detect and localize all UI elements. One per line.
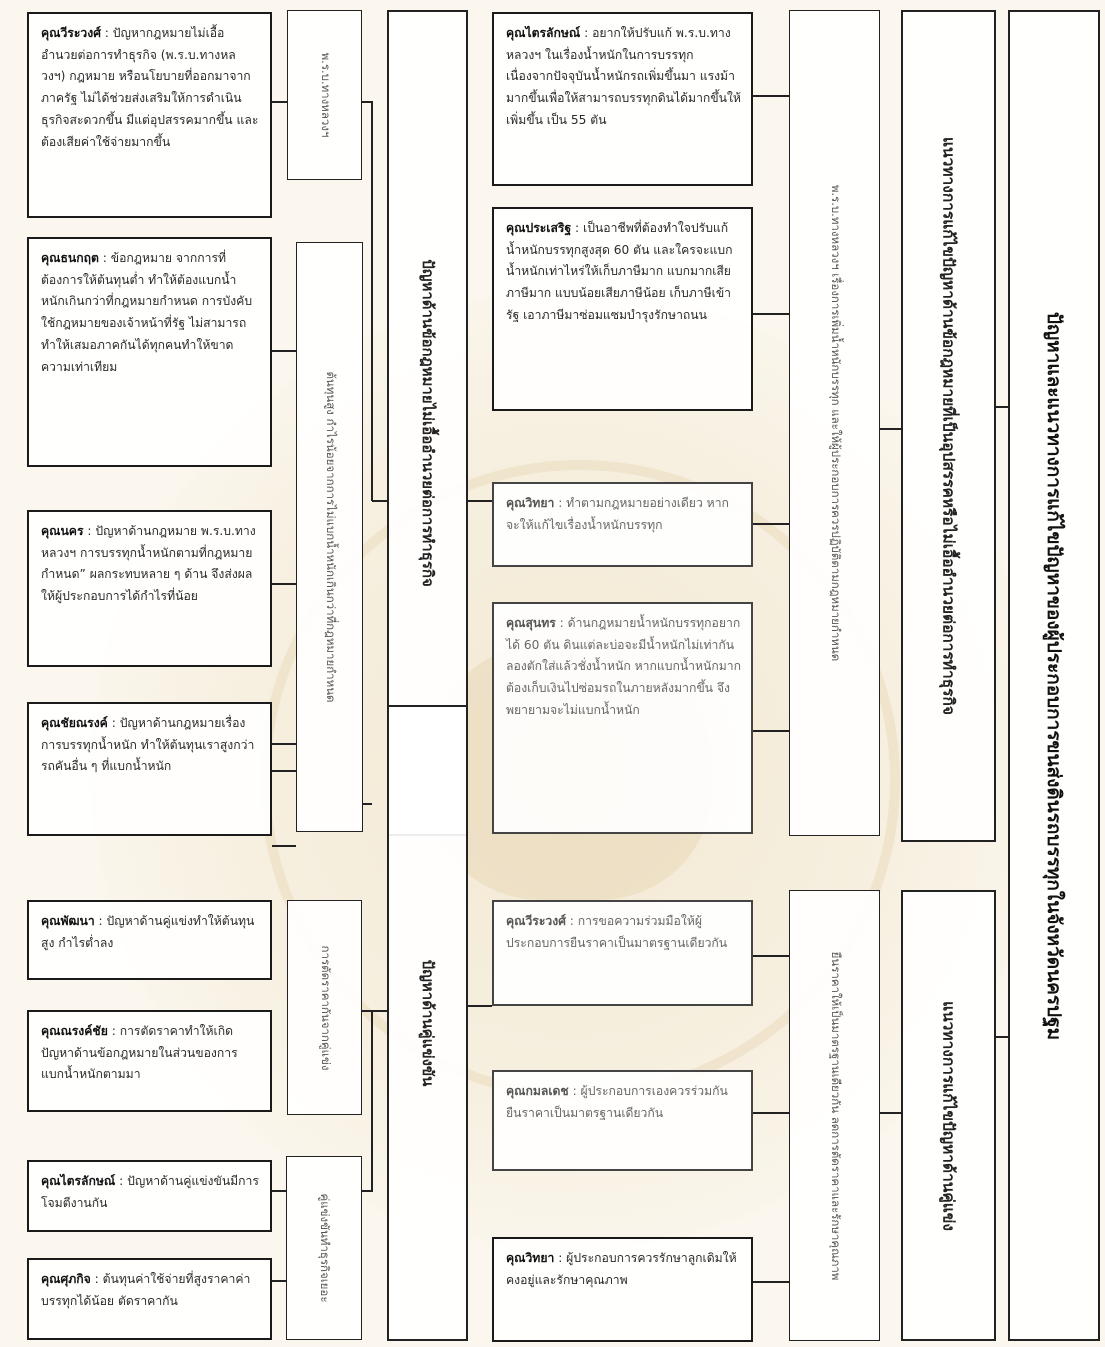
card-text: : การตัดราคาทำให้เกิดปัญหาด้านข้อกฎหมายใ… (41, 1024, 238, 1082)
card-text: : ต้นทุนค่าใช้จ่ายที่สูงราคาค่าบรรทุกได้… (41, 1272, 251, 1308)
connector (753, 955, 789, 957)
solution-legal: พ.ร.บ.ทางหลวงฯ เรื่องการเพิ่มน้ำหนักบรรท… (789, 10, 880, 836)
problem-label: ปัญหาด้านข้อกฎหมายไม่เอื้ออำนวยต่อการทำธ… (418, 259, 437, 587)
connector (362, 101, 372, 103)
connector (753, 1281, 789, 1283)
connector (371, 1010, 373, 1192)
card-left-4: คุณชัยณรงค์ : ปัญหาด้านกฎหมายเรื่องการบร… (27, 702, 272, 836)
card-left-7: คุณไตรลักษณ์ : ปัญหาด้านคู่แข่งขันมีการโ… (27, 1160, 272, 1232)
card-text: : เป็นอาชีพที่ต้องทำใจปรับแก้น้ำหนักบรรท… (506, 221, 733, 322)
person-name: คุณกมลเดช (506, 1084, 569, 1098)
section-competition: แนวทางการแก้ไขปัญหาด้านคู่แข่ง (901, 890, 996, 1341)
card-left-5: คุณพัฒนา : ปัญหาด้านคู่แข่งทำให้ต้นทุนสู… (27, 900, 272, 980)
person-name: คุณประเสริฐ (506, 221, 572, 235)
card-left-1: คุณวีระวงศ์ : ปัญหากฎหมายไม่เอื้ออำนวยต่… (27, 12, 272, 218)
person-name: คุณไตรลักษณ์ (41, 1174, 116, 1188)
section-label: แนวทางการแก้ไขปัญหาด้านคู่แข่ง (939, 1000, 957, 1231)
connector (753, 523, 789, 525)
card-right-7: คุณวิทยา : ผู้ประกอบการควรรักษาลูกเดิมให… (492, 1237, 753, 1342)
card-text: : ด้านกฎหมายน้ำหนักบรรทุกอยากได้ 60 ตัน … (506, 616, 742, 717)
person-name: คุณณรงค์ชัย (41, 1024, 108, 1038)
card-left-3: คุณนคร : ปัญหาด้านกฎหมาย พ.ร.บ.ทางหลวงฯ … (27, 510, 272, 667)
subproblem-label: คู่แข่งขันทำธุรกิจเยอะ (318, 1193, 332, 1303)
card-text: : ปัญหาด้านคู่แข่งขันมีการโจมตีงานกัน (41, 1174, 259, 1210)
subproblem-label: ต้นทุนสูง กำไรน้อยจากการไม่แบกน้ำหนักเกิ… (323, 371, 338, 703)
person-name: คุณวีระวงศ์ (41, 26, 101, 40)
problem-competition: ปัญหาด้านคู่แข่งขัน (387, 705, 468, 1341)
connector (362, 803, 372, 805)
subproblem-cost-weight: ต้นทุนสูง กำไรน้อยจากการไม่แบกน้ำหนักเกิ… (296, 242, 363, 832)
card-right-6: คุณกมลเดช : ผู้ประกอบการเองควรร่วมกันยืน… (492, 1070, 753, 1171)
connector (272, 1280, 286, 1282)
connector (272, 845, 296, 847)
person-name: คุณนคร (41, 524, 84, 538)
subproblem-label: พ.ร.บ.ทางหลวงฯ (318, 52, 333, 138)
connector (371, 101, 373, 501)
problem-legal: ปัญหาด้านข้อกฎหมายไม่เอื้ออำนวยต่อการทำธ… (387, 10, 468, 836)
card-text: : ปัญหาด้านกฎหมายเรื่องการบรรทุกน้ำหนัก … (41, 716, 255, 774)
card-text: : ปัญหากฎหมายไม่เอื้ออำนวยต่อการทำธุรกิจ… (41, 26, 259, 149)
card-text: : ผู้ประกอบการควรรักษาลูกเดิมให้คงอยู่แล… (506, 1251, 737, 1287)
solution-competition: ยืนราคาให้เป็นมาตรฐานเดียวกัน ลดการตัดรา… (789, 890, 880, 1341)
card-text: : ผู้ประกอบการเองควรร่วมกันยืนราคาเป็นมา… (506, 1084, 728, 1120)
card-text: : อยากให้ปรับแก้ พ.ร.บ.ทางหลวงฯ ในเรื่อง… (506, 26, 741, 127)
subproblem-highway-act: พ.ร.บ.ทางหลวงฯ (287, 10, 362, 180)
card-text: : ข้อกฎหมาย จากการที่ต้องการให้ต้นทุนต่ำ… (41, 251, 253, 374)
card-right-5: คุณวีระวงศ์ : การขอความร่วมมือให้ผู้ประก… (492, 900, 753, 1006)
person-name: คุณศุภกิจ (41, 1272, 91, 1286)
connector (468, 500, 492, 502)
section-label: แนวทางการแก้ไขปัญหาด้านข้อกฎหมายที่เป็นอ… (939, 137, 957, 715)
person-name: คุณวิทยา (506, 1251, 555, 1265)
person-name: คุณชัยณรงค์ (41, 716, 108, 730)
connector (468, 1005, 492, 1007)
connector (272, 743, 296, 745)
connector (272, 350, 296, 352)
root-label: ปัญหาและแนวทางการแก้ไขปัญหาของผู้ประกอบก… (1043, 311, 1065, 1040)
connector (272, 770, 296, 772)
subproblem-price-cut: การตัดราคากันจากคู่แข่ง (287, 900, 362, 1115)
connector (753, 95, 789, 97)
person-name: คุณพัฒนา (41, 914, 95, 928)
subproblem-label: การตัดราคากันจากคู่แข่ง (318, 945, 333, 1070)
card-right-1: คุณไตรลักษณ์ : อยากให้ปรับแก้ พ.ร.บ.ทางห… (492, 12, 753, 186)
problem-label: ปัญหาด้านคู่แข่งขัน (418, 959, 437, 1087)
solution-label: ยืนราคาให้เป็นมาตรฐานเดียวกัน ลดการตัดรา… (828, 951, 843, 1280)
person-name: คุณวีระวงศ์ (506, 914, 566, 928)
connector (880, 1112, 901, 1114)
solution-label: พ.ร.บ.ทางหลวงฯ เรื่องการเพิ่มน้ำหนักบรรท… (828, 184, 843, 662)
card-left-2: คุณธนกฤต : ข้อกฎหมาย จากการที่ต้องการให้… (27, 237, 272, 467)
connector (362, 1010, 388, 1012)
connector (753, 730, 789, 732)
connector (372, 500, 387, 502)
connector (362, 1190, 372, 1192)
card-text: : การขอความร่วมมือให้ผู้ประกอบการยืนราคา… (506, 914, 728, 950)
connector (880, 428, 901, 430)
card-right-2: คุณประเสริฐ : เป็นอาชีพที่ต้องทำใจปรับแก… (492, 207, 753, 411)
card-text: : ทำตามกฎหมายอย่างเดียว หากจะให้แก้ไขเรื… (506, 496, 729, 532)
subproblem-rivals: คู่แข่งขันทำธุรกิจเยอะ (286, 1156, 362, 1340)
card-right-3: คุณวิทยา : ทำตามกฎหมายอย่างเดียว หากจะให… (492, 482, 753, 567)
person-name: คุณสุนทร (506, 616, 556, 630)
card-text: : ปัญหาด้านกฎหมาย พ.ร.บ.ทางหลวงฯ การบรรท… (41, 524, 256, 604)
connector (996, 1036, 1008, 1038)
root-topic: ปัญหาและแนวทางการแก้ไขปัญหาของผู้ประกอบก… (1008, 10, 1100, 1341)
connector (996, 406, 1008, 408)
connector (753, 1112, 789, 1114)
card-left-6: คุณณรงค์ชัย : การตัดราคาทำให้เกิดปัญหาด้… (27, 1010, 272, 1112)
person-name: คุณวิทยา (506, 496, 555, 510)
person-name: คุณธนกฤต (41, 251, 99, 265)
connector (272, 1190, 286, 1192)
section-legal: แนวทางการแก้ไขปัญหาด้านข้อกฎหมายที่เป็นอ… (901, 10, 996, 842)
connector (272, 101, 287, 103)
card-left-8: คุณศุภกิจ : ต้นทุนค่าใช้จ่ายที่สูงราคาค่… (27, 1258, 272, 1340)
card-text: : ปัญหาด้านคู่แข่งทำให้ต้นทุนสูง กำไรต่ำ… (41, 914, 255, 950)
person-name: คุณไตรลักษณ์ (506, 26, 581, 40)
card-right-4: คุณสุนทร : ด้านกฎหมายน้ำหนักบรรทุกอยากได… (492, 602, 753, 834)
connector (272, 583, 296, 585)
connector (753, 313, 789, 315)
